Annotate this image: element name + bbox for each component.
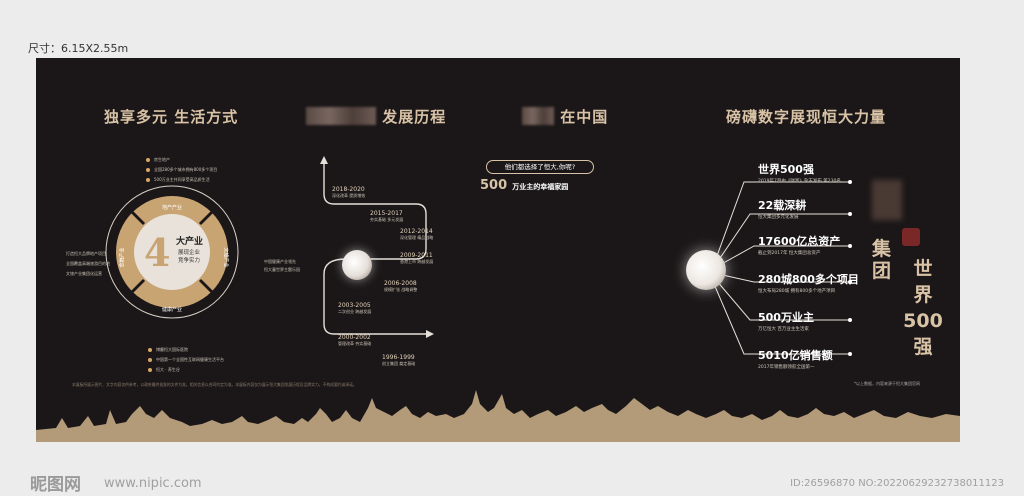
year-2006-desc: 规模扩张 战略调整: [384, 287, 418, 292]
s1-right-note-1: 中国健康产业领先: [264, 259, 296, 264]
year-2009: 2009-2011: [400, 252, 433, 259]
year-2006: 2006-2008: [384, 280, 417, 287]
note-bullet-icon: [148, 368, 152, 372]
stat-5: 500万业主万亿恒大 百万业主生活家: [758, 311, 814, 332]
year-2012-desc: 深化管理 精品战略: [400, 235, 434, 240]
s1-left-note-1: 打造恒大品牌地产项目: [66, 251, 106, 256]
blurred-brand: [306, 107, 376, 125]
stat-3: 17600亿总资产截止到2017年 恒大集团总资产: [758, 235, 841, 256]
timeline-orb-icon: [342, 250, 372, 280]
section2-title: 发展历程: [306, 106, 446, 127]
endpoint-dot: [848, 318, 852, 322]
watermark-url: www.nipic.com: [104, 476, 202, 491]
segment-left: 金融产业: [119, 247, 126, 268]
section1-title: 独享多元 生活方式: [104, 108, 239, 126]
stats-orb-icon: [686, 250, 726, 290]
year-2018: 2018-2020: [332, 186, 365, 193]
s1-left-note-2: 全国覆盖高端旅游目的地: [66, 261, 110, 266]
watermark-logo: 昵图网: [30, 475, 81, 495]
s1-left-note-3: 文旅产业集团化运营: [66, 271, 102, 276]
stats-connector-lines: [713, 181, 850, 355]
note-bullet-icon: [146, 158, 150, 162]
industry-ring-diagram: [105, 185, 239, 319]
stat-4: 280城800多个项目恒大布局280城 拥有800多个地产项目: [758, 273, 859, 294]
timeline-path: [320, 156, 434, 338]
question-text: 他们都选择了恒大,你呢?: [504, 163, 576, 171]
watermark-bar: 昵图网 www.nipic.com ID:26596870 NO:2022062…: [0, 454, 1024, 496]
center-number: 4: [144, 230, 171, 275]
s1-top-note-2: 全国280多个城市拥有800多个项目: [154, 167, 218, 172]
s1-bottom-note-3: 恒大 · 养生谷: [156, 367, 180, 372]
center-line2: 展现企业: [178, 250, 201, 256]
center-line1: 大产业: [176, 237, 204, 247]
seal-icon: [902, 228, 920, 246]
year-2000-desc: 管理改革 夯实基础: [338, 341, 372, 346]
data-source-note: *以上数据，内容来源于恒大集团官网: [854, 381, 920, 386]
endpoint-dot: [848, 352, 852, 356]
section2-title-text: 发展历程: [382, 108, 447, 126]
section3-title-text: 在中国: [560, 108, 609, 126]
blurred-logo: [872, 180, 902, 220]
question-bubble: 他们都选择了恒大,你呢?: [486, 160, 594, 174]
s1-top-note-1: 房生地产: [154, 157, 170, 162]
stat-2: 22载深耕恒大集团多元化发展: [758, 199, 807, 220]
year-2015: 2015-2017: [370, 210, 403, 217]
note-bullet-icon: [148, 348, 152, 352]
year-2015-desc: 夯实基础 多元发展: [370, 217, 404, 222]
center-line3: 竞争实力: [178, 258, 201, 264]
s1-top-note-3: 500万业主共同享受高品质生活: [154, 177, 210, 182]
year-2009-desc: 香港上市 跨越发展: [400, 259, 434, 264]
year-2003-desc: 二次创业 跨越发展: [338, 309, 372, 314]
size-label: 尺寸：6.15X2.55m: [28, 42, 129, 55]
endpoint-dot: [848, 212, 852, 216]
section4-title: 磅礴数字展现恒大力量: [726, 108, 887, 126]
segment-top: 地产产业: [162, 205, 183, 211]
year-2000: 2000-2002: [338, 334, 371, 341]
year-2018-desc: 深化改革 提质增效: [332, 193, 366, 198]
year-1996: 1996-1999: [382, 354, 415, 361]
s1-bottom-note-1: 博鳌恒大国际医院: [156, 347, 188, 352]
watermark-id: ID:26596870 NO:20220629232738011123: [790, 478, 1004, 489]
note-bullet-icon: [148, 358, 152, 362]
highlight-number: 500: [480, 178, 508, 193]
city-skyline: [36, 390, 960, 442]
year-1996-desc: 创立集团 奠定基础: [382, 361, 416, 366]
world500-vertical-text: 世 界 500 强: [903, 258, 943, 358]
endpoint-dot: [848, 280, 852, 284]
highlight-text: 万业主的幸福家园: [512, 183, 569, 191]
s1-bottom-note-2: 中国第一个全国性互联网健康生活平台: [156, 357, 224, 362]
endpoint-dot: [848, 244, 852, 248]
display-board: 独享多元 生活方式 房生地产 全国280多个城市拥有800多个项目 500万业主…: [36, 58, 960, 442]
section3-title: 在中国: [522, 106, 608, 127]
segment-bottom: 健康产业: [162, 307, 183, 313]
endpoint-dot: [848, 180, 852, 184]
s1-right-note-2: 恒大童世界主题乐园: [264, 267, 300, 272]
disclaimer-footnote: 本展板所展示图片、文字内容仅供参考，以政府最终批准的文件为准。相关信息以合同约定…: [72, 382, 357, 387]
group-vertical-text: 集 团: [872, 238, 892, 282]
note-bullet-icon: [146, 178, 150, 182]
highlight-line: 500 万业主的幸福家园: [480, 174, 568, 193]
year-2012: 2012-2014: [400, 228, 433, 235]
segment-right: 文旅产业: [222, 247, 229, 268]
year-2003: 2003-2005: [338, 302, 371, 309]
note-bullet-icon: [146, 168, 150, 172]
blurred-brand: [522, 107, 554, 125]
